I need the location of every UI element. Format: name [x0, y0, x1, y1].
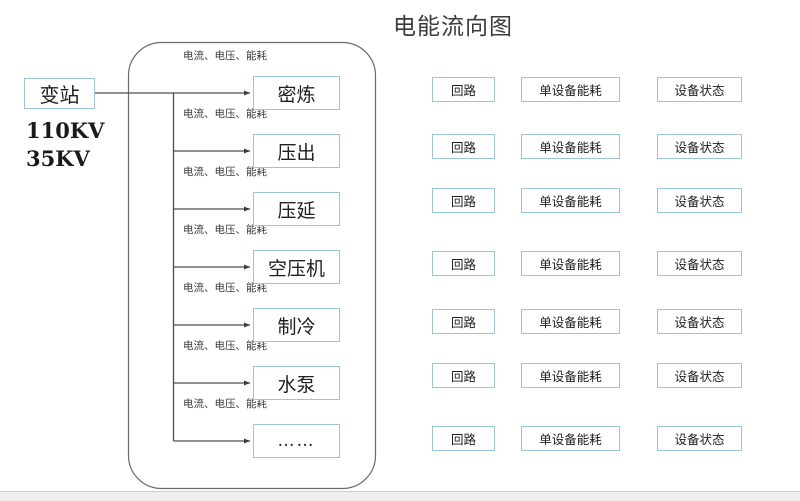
- tag-label: 单设备能耗: [539, 315, 602, 330]
- tag-box-energy-4[interactable]: 单设备能耗: [521, 251, 620, 276]
- process-group-container: [127, 41, 377, 490]
- flow-label-6: 电流、电压、能耗: [183, 340, 267, 352]
- tag-box-energy-6[interactable]: 单设备能耗: [521, 363, 620, 388]
- tag-label: 设备状态: [674, 369, 725, 384]
- process-box-more[interactable]: ……: [253, 424, 340, 458]
- tag-label: 回路: [450, 194, 476, 209]
- tag-label: 回路: [450, 140, 476, 155]
- process-label: 压出: [277, 141, 316, 164]
- substation-label: 变站: [39, 83, 80, 107]
- tag-box-status-4[interactable]: 设备状态: [657, 251, 742, 276]
- voltage-primary-label: 110KV: [26, 118, 105, 143]
- tag-box-energy-5[interactable]: 单设备能耗: [521, 309, 620, 334]
- tag-label: 单设备能耗: [539, 83, 602, 98]
- tag-box-circuit-6[interactable]: 回路: [432, 363, 495, 388]
- tag-box-circuit-2[interactable]: 回路: [432, 134, 495, 159]
- tag-box-circuit-3[interactable]: 回路: [432, 188, 495, 213]
- tag-label: 单设备能耗: [539, 257, 602, 272]
- flow-label-5: 电流、电压、能耗: [183, 282, 267, 294]
- tag-label: 单设备能耗: [539, 369, 602, 384]
- tag-label: 设备状态: [674, 257, 725, 272]
- tag-box-circuit-4[interactable]: 回路: [432, 251, 495, 276]
- process-box-extrusion[interactable]: 压出: [253, 134, 340, 168]
- tag-box-energy-2[interactable]: 单设备能耗: [521, 134, 620, 159]
- tag-label: 设备状态: [674, 315, 725, 330]
- flow-label-3: 电流、电压、能耗: [183, 166, 267, 178]
- tag-box-status-3[interactable]: 设备状态: [657, 188, 742, 213]
- tag-box-status-5[interactable]: 设备状态: [657, 309, 742, 334]
- process-box-water-pump[interactable]: 水泵: [253, 366, 340, 400]
- process-label: 空压机: [267, 257, 325, 280]
- tag-box-circuit-1[interactable]: 回路: [432, 77, 495, 102]
- tag-box-circuit-5[interactable]: 回路: [432, 309, 495, 334]
- flow-label-1: 电流、电压、能耗: [183, 50, 267, 62]
- flow-label-7: 电流、电压、能耗: [183, 398, 267, 410]
- tag-label: 回路: [450, 432, 476, 447]
- tag-label: 单设备能耗: [539, 194, 602, 209]
- flow-label-2: 电流、电压、能耗: [183, 108, 267, 120]
- process-label: 制冷: [277, 315, 316, 338]
- process-box-air-compressor[interactable]: 空压机: [253, 250, 340, 284]
- process-label: 水泵: [277, 373, 316, 396]
- process-label: 压延: [277, 199, 316, 222]
- tag-label: 设备状态: [674, 140, 725, 155]
- tag-label: 设备状态: [674, 83, 725, 98]
- tag-box-status-6[interactable]: 设备状态: [657, 363, 742, 388]
- tag-label: 设备状态: [674, 194, 725, 209]
- tag-box-status-2[interactable]: 设备状态: [657, 134, 742, 159]
- tag-label: 回路: [450, 315, 476, 330]
- substation-box[interactable]: 变站: [24, 78, 95, 109]
- process-label: 密炼: [277, 83, 316, 106]
- tag-box-status-7[interactable]: 设备状态: [657, 426, 742, 451]
- tag-box-energy-3[interactable]: 单设备能耗: [521, 188, 620, 213]
- process-box-mixing[interactable]: 密炼: [253, 76, 340, 110]
- process-box-calendering[interactable]: 压延: [253, 192, 340, 226]
- tag-box-circuit-7[interactable]: 回路: [432, 426, 495, 451]
- process-label: ……: [277, 431, 316, 451]
- tag-label: 回路: [450, 369, 476, 384]
- tag-box-energy-7[interactable]: 单设备能耗: [521, 426, 620, 451]
- tag-label: 单设备能耗: [539, 432, 602, 447]
- page-title: 电能流向图: [393, 14, 513, 40]
- tag-label: 回路: [450, 83, 476, 98]
- tag-label: 设备状态: [674, 432, 725, 447]
- tag-label: 单设备能耗: [539, 140, 602, 155]
- bottom-strip: [0, 491, 800, 501]
- tag-label: 回路: [450, 257, 476, 272]
- flow-label-4: 电流、电压、能耗: [183, 224, 267, 236]
- voltage-secondary-label: 35KV: [26, 146, 90, 171]
- tag-box-energy-1[interactable]: 单设备能耗: [521, 77, 620, 102]
- tag-box-status-1[interactable]: 设备状态: [657, 77, 742, 102]
- process-box-refrigeration[interactable]: 制冷: [253, 308, 340, 342]
